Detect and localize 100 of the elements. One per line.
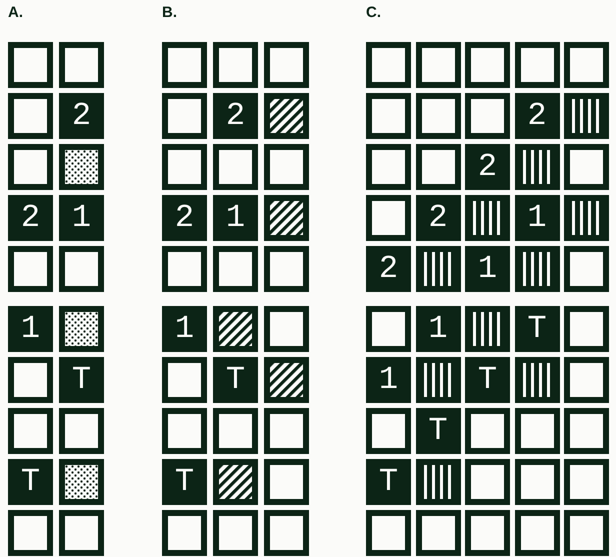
- striped-cell: [564, 93, 609, 139]
- grid-cell: [213, 42, 258, 88]
- grid-cell: [366, 42, 411, 88]
- grid-cell: [59, 408, 104, 454]
- grid-cell: [366, 144, 411, 190]
- grid-cell: [366, 306, 411, 352]
- hatched-cell: [264, 357, 309, 403]
- striped-cell: [514, 357, 560, 403]
- cell-symbol: T: [174, 464, 196, 500]
- grid-cell: [465, 42, 510, 88]
- grid-cell: [8, 246, 53, 292]
- cell-symbol: T: [526, 311, 548, 347]
- striped-cell: [564, 195, 609, 241]
- striped-cell: [416, 246, 460, 292]
- grid-cell: [564, 357, 609, 403]
- cell-symbol: 1: [20, 311, 42, 347]
- filled-cell: [162, 306, 207, 352]
- grid-cell: [366, 195, 411, 241]
- grid-cell: [264, 144, 309, 190]
- grid-cell: [366, 510, 411, 556]
- filled-cell: [366, 246, 411, 292]
- grid-cell: [366, 408, 411, 454]
- grid-cell: [465, 510, 510, 556]
- grid-cell: [264, 42, 309, 88]
- grid-cell: [465, 408, 510, 454]
- grid-cell: [416, 93, 460, 139]
- cell-symbol: T: [427, 413, 449, 449]
- grid-cell: [564, 144, 609, 190]
- filled-cell: [514, 306, 560, 352]
- panel-label: B.: [162, 4, 177, 21]
- grid-cell: [514, 459, 560, 505]
- striped-cell: [465, 306, 510, 352]
- filled-cell: [59, 93, 104, 139]
- grid-cell: [8, 93, 53, 139]
- grid-cell: [213, 408, 258, 454]
- grid-cell: [514, 408, 560, 454]
- grid-cell: [162, 408, 207, 454]
- grid-cell: [514, 42, 560, 88]
- filled-cell: [162, 459, 207, 505]
- filled-cell: [8, 459, 53, 505]
- grid-cell: [213, 510, 258, 556]
- cell-symbol: 2: [476, 149, 498, 185]
- filled-cell: [416, 195, 460, 241]
- filled-cell: [162, 195, 207, 241]
- cell-symbol: 1: [476, 251, 498, 287]
- striped-cell: [416, 459, 460, 505]
- cell-symbol: T: [224, 362, 246, 398]
- cell-symbol: 1: [174, 311, 196, 347]
- filled-cell: [465, 246, 510, 292]
- cell-symbol: 2: [224, 98, 246, 134]
- grid-cell: [8, 408, 53, 454]
- grid-cell: [564, 306, 609, 352]
- grid-cell: [264, 459, 309, 505]
- grid-cell: [264, 306, 309, 352]
- grid-cell: [564, 459, 609, 505]
- grid-cell: [162, 93, 207, 139]
- grid-cell: [162, 144, 207, 190]
- grid-cell: [465, 93, 510, 139]
- striped-cell: [416, 357, 460, 403]
- grid-cell: [416, 42, 460, 88]
- grid-cell: [564, 510, 609, 556]
- filled-cell: [59, 357, 104, 403]
- cell-symbol: 2: [20, 200, 42, 236]
- cell-symbol: 2: [174, 200, 196, 236]
- grid-cell: [465, 459, 510, 505]
- cell-symbol: T: [20, 464, 42, 500]
- cell-symbol: 1: [70, 200, 92, 236]
- striped-cell: [514, 246, 560, 292]
- grid-cell: [564, 42, 609, 88]
- grid-cell: [162, 510, 207, 556]
- hatched-cell: [264, 93, 309, 139]
- filled-cell: [59, 195, 104, 241]
- grid-cell: [264, 510, 309, 556]
- filled-cell: [8, 306, 53, 352]
- grid-cell: [564, 408, 609, 454]
- filled-cell: [8, 195, 53, 241]
- grid-cell: [213, 246, 258, 292]
- grid-cell: [59, 510, 104, 556]
- filled-cell: [465, 357, 510, 403]
- cell-symbol: 1: [378, 362, 400, 398]
- cell-symbol: 1: [526, 200, 548, 236]
- filled-cell: [514, 93, 560, 139]
- grid-cell: [8, 144, 53, 190]
- grid-cell: [162, 42, 207, 88]
- cell-symbol: T: [378, 464, 400, 500]
- cell-symbol: T: [70, 362, 92, 398]
- filled-cell: [465, 144, 510, 190]
- filled-cell: [213, 357, 258, 403]
- cell-symbol: 1: [224, 200, 246, 236]
- filled-cell: [514, 195, 560, 241]
- grid-cell: [8, 42, 53, 88]
- grid-cell: [59, 42, 104, 88]
- grid-cell: [162, 357, 207, 403]
- filled-cell: [213, 93, 258, 139]
- cell-symbol: 2: [378, 251, 400, 287]
- dotted-cell: [59, 144, 104, 190]
- cell-symbol: 2: [427, 200, 449, 236]
- filled-cell: [416, 306, 460, 352]
- grid-cell: [213, 144, 258, 190]
- grid-cell: [416, 144, 460, 190]
